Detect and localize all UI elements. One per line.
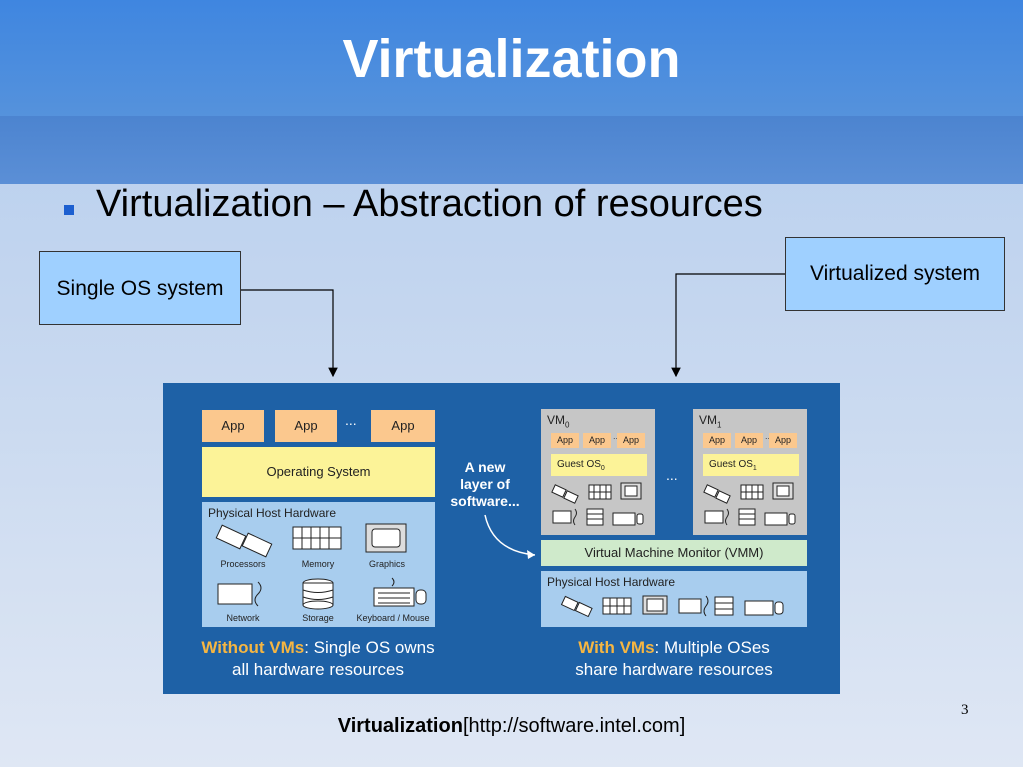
caption-source: [http://software.intel.com]	[462, 715, 686, 737]
vm1-subscript: 1	[717, 420, 722, 430]
memory-icon	[292, 526, 342, 550]
vm0-guest-os: Guest OS0	[551, 454, 647, 476]
source-caption: Virtualization[http://software.intel.com…	[0, 715, 1023, 738]
left-summary: Without VMs: Single OS owns all hardware…	[173, 637, 463, 681]
right-summary: With VMs: Multiple OSes share hardware r…	[535, 637, 813, 681]
vm0-box: VM0 App App ... App Guest OS0	[541, 409, 655, 535]
vm1-hardware-icons	[703, 482, 796, 526]
storage-label: Storage	[302, 613, 334, 623]
left-app-2: App	[275, 410, 337, 442]
callout-virtualized: Virtualized system	[785, 237, 1005, 311]
callout-virtualized-label: Virtualized system	[809, 262, 980, 285]
new-layer-arrow	[484, 514, 536, 559]
left-app-ellipsis: ...	[345, 412, 357, 428]
processors-label: Processors	[220, 559, 266, 569]
left-summary-rest: : Single OS owns	[304, 638, 435, 657]
vm0-name: VM	[547, 413, 565, 427]
callout-single-os-label: Single OS system	[56, 277, 224, 300]
left-summary-line2: all hardware resources	[232, 660, 404, 679]
memory-label: Memory	[301, 559, 335, 569]
keyboard-mouse-label: Keyboard / Mouse	[356, 613, 430, 623]
new-layer-line2: layer of	[460, 476, 510, 492]
storage-icon	[302, 578, 334, 610]
vm1-ellipsis: ...	[765, 431, 773, 441]
vm0-app-3: App	[617, 433, 645, 448]
new-layer-label: A new layer of software...	[445, 459, 525, 510]
new-layer-line3: software...	[450, 493, 520, 509]
right-hardware-title: Physical Host Hardware	[547, 575, 676, 589]
graphics-icon	[365, 523, 407, 553]
left-hardware-box: Physical Host Hardware Processors Memory…	[202, 502, 435, 627]
left-summary-highlight: Without VMs	[201, 638, 305, 657]
vm0-subscript: 0	[565, 420, 570, 430]
callout-single-os: Single OS system	[39, 251, 241, 325]
vm0-guest-subscript: 0	[600, 465, 605, 472]
keyboard-mouse-icon	[373, 577, 427, 607]
vm-ellipsis: ...	[666, 467, 678, 483]
connector-right	[671, 273, 785, 378]
virtualization-diagram: App App ... App Operating System Physica…	[163, 383, 840, 694]
vm0-label: VM0	[547, 413, 569, 429]
bullet-text: Virtualization – Abstraction of resource…	[96, 183, 763, 225]
right-hardware-box: Physical Host Hardware	[541, 571, 807, 627]
left-hardware-title: Physical Host Hardware	[208, 506, 337, 520]
caption-bold: Virtualization	[337, 715, 463, 737]
vm0-app-1: App	[551, 433, 579, 448]
vm1-label: VM1	[699, 413, 721, 429]
left-app-1: App	[202, 410, 264, 442]
vm0-guest-label: Guest OS	[557, 459, 601, 470]
title-bar	[0, 0, 1023, 116]
new-layer-line1: A new	[464, 459, 506, 475]
vmm-box: Virtual Machine Monitor (VMM)	[541, 540, 807, 566]
vm1-guest-subscript: 1	[752, 465, 757, 472]
vm1-app-2: App	[735, 433, 763, 448]
bullet-square-icon	[64, 205, 74, 215]
vm1-name: VM	[699, 413, 717, 427]
vm0-hardware-icons	[551, 482, 644, 526]
vm1-app-3: App	[769, 433, 797, 448]
left-app-3: App	[371, 410, 435, 442]
graphics-label: Graphics	[368, 559, 405, 569]
vm0-ellipsis: ...	[613, 431, 621, 441]
vm0-app-2: App	[583, 433, 611, 448]
vm1-app-1: App	[703, 433, 731, 448]
page-number: 3	[961, 702, 969, 718]
right-summary-highlight: With VMs	[578, 638, 655, 657]
right-summary-rest: : Multiple OSes	[654, 638, 770, 657]
network-icon	[217, 581, 262, 607]
connector-left	[241, 289, 338, 378]
slide-title: Virtualization	[342, 29, 681, 89]
right-hardware-icons	[561, 595, 784, 618]
title-band	[0, 116, 1023, 184]
operating-system-box: Operating System	[202, 447, 435, 497]
right-summary-line2: share hardware resources	[575, 660, 773, 679]
network-label: Network	[226, 613, 260, 623]
processor-icon	[215, 524, 273, 558]
vm1-guest-label: Guest OS	[709, 459, 753, 470]
vm1-box: VM1 App App ... App Guest OS1	[693, 409, 807, 535]
vm1-guest-os: Guest OS1	[703, 454, 799, 476]
